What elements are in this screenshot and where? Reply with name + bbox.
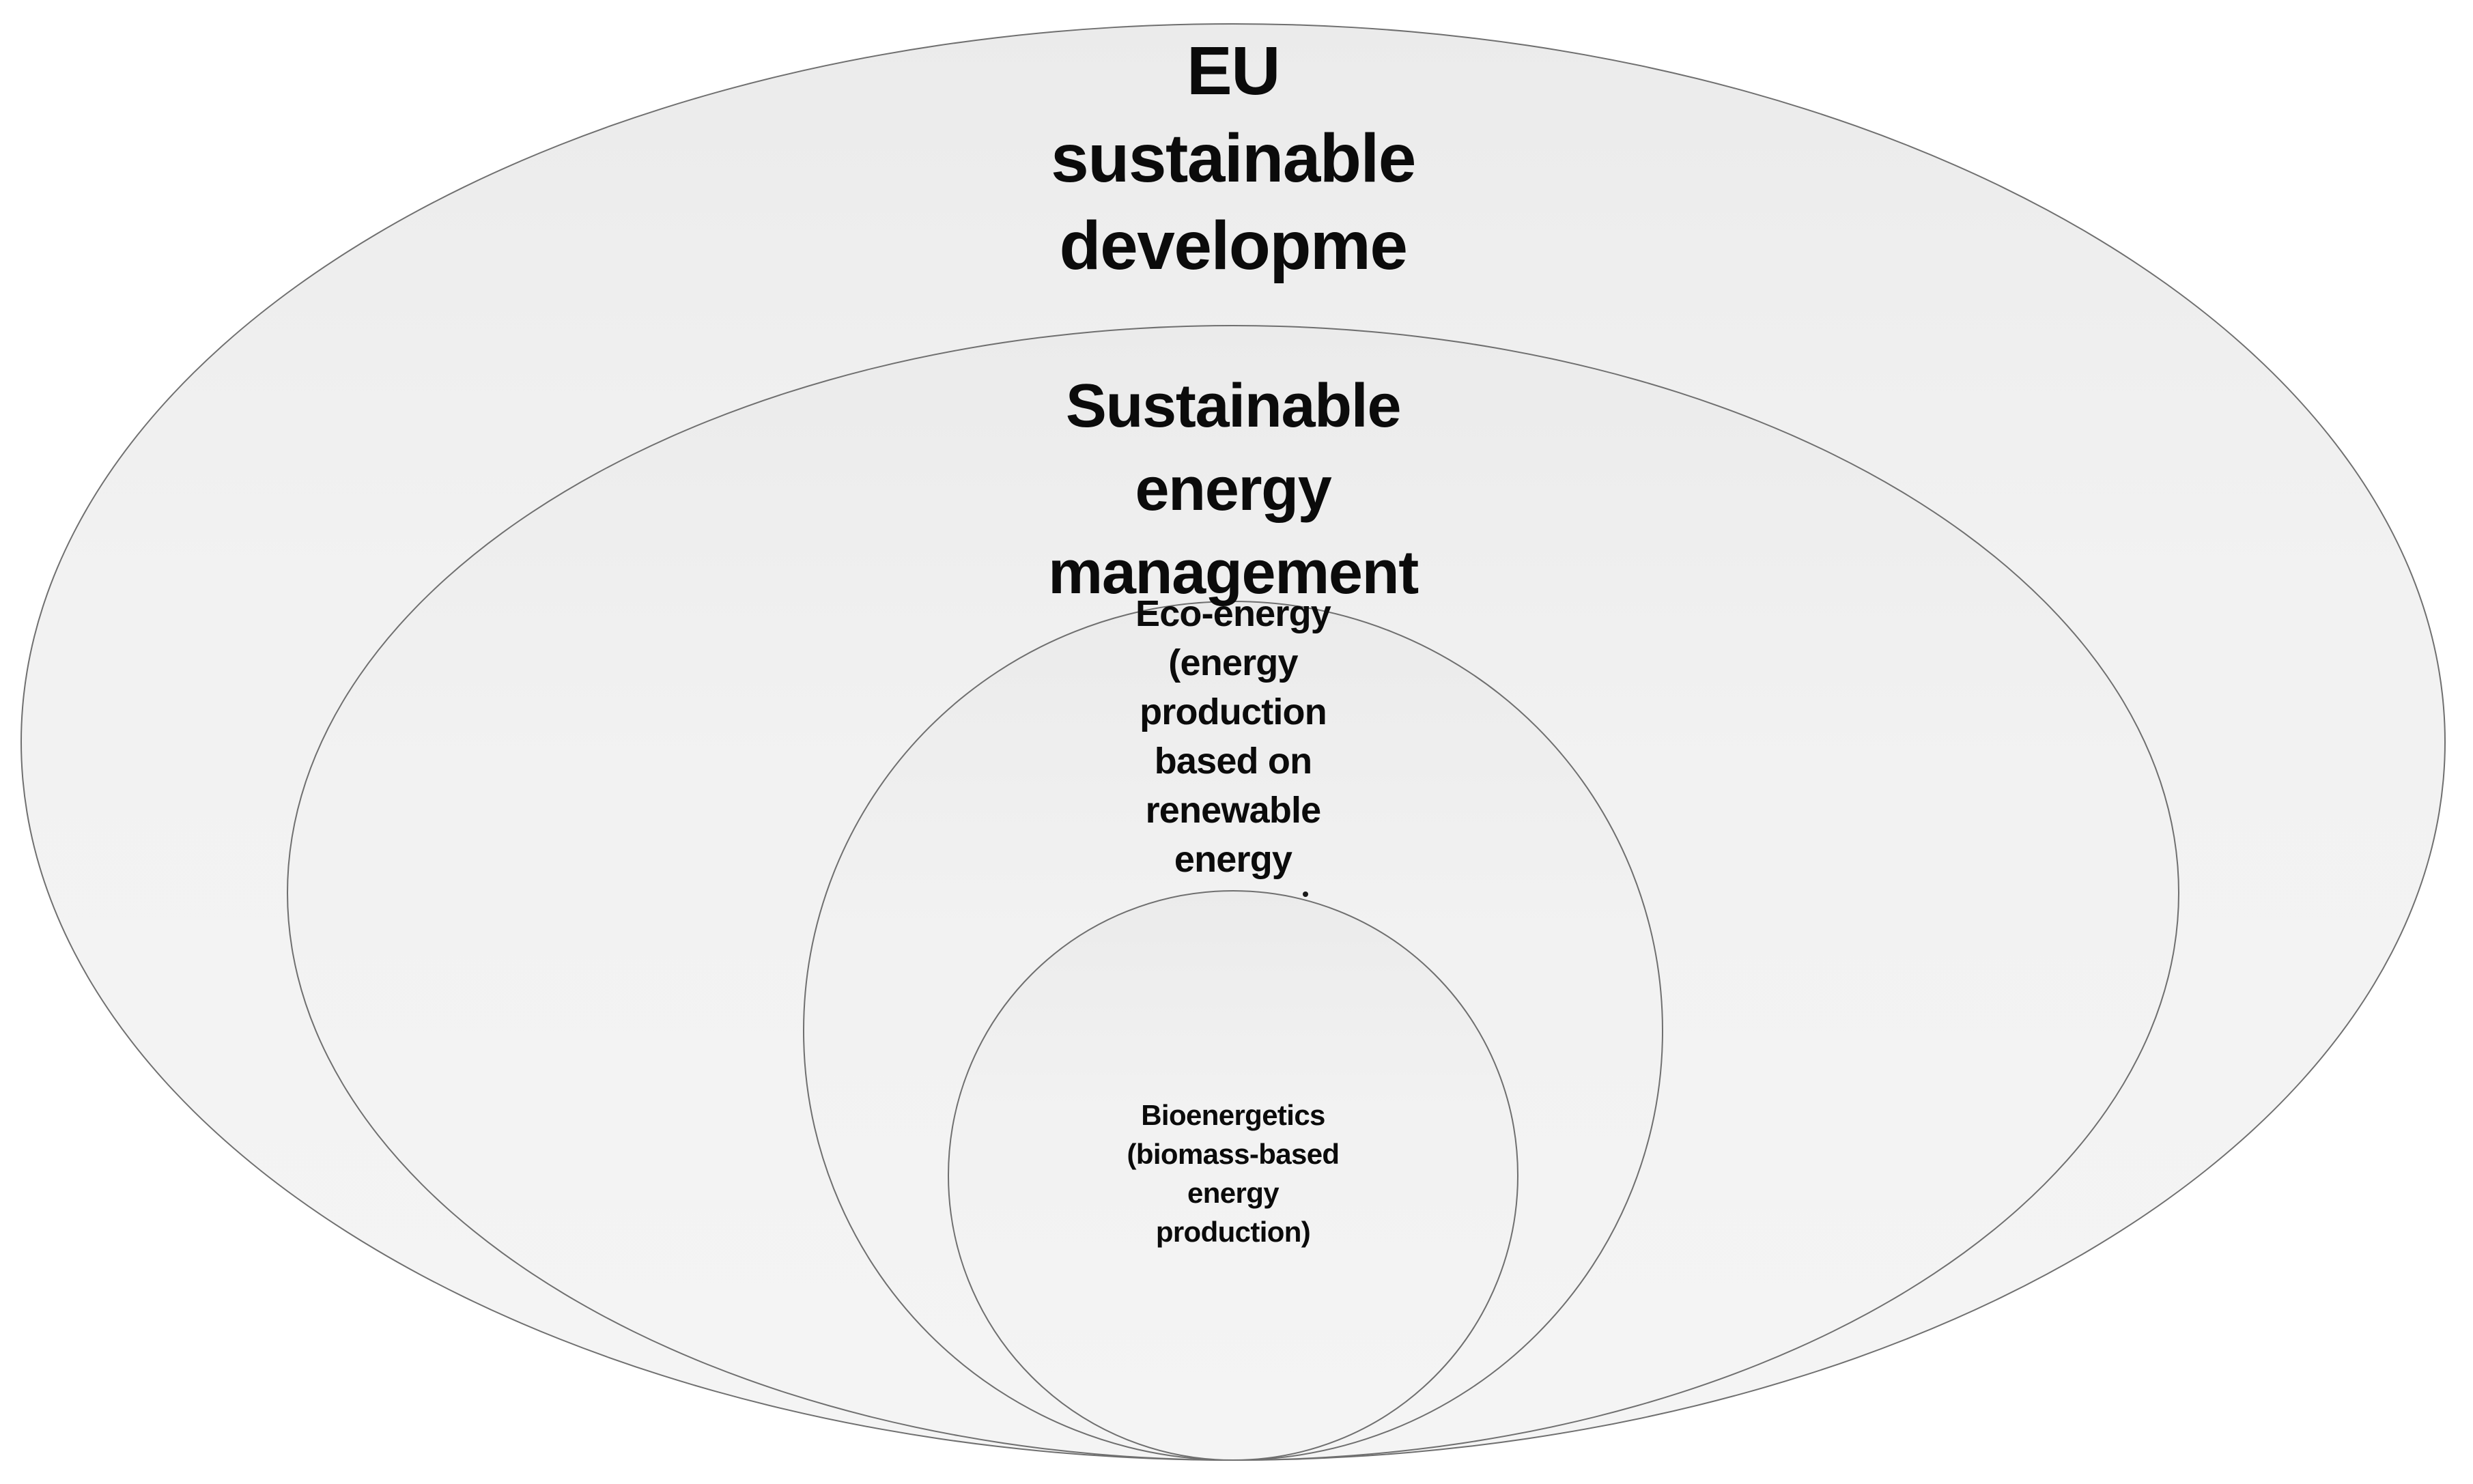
label-bioenergetics: Bioenergetics (biomass-based energy prod…: [1127, 1099, 1340, 1248]
stray-ink-dot: [1303, 891, 1308, 897]
label-eco-energy: Eco-energy (energy production based on r…: [1135, 593, 1331, 880]
label-eu-sustainable-development: EU sustainable developme: [1051, 33, 1416, 284]
ellipse-bioenergetics: [948, 890, 1518, 1461]
label-sustainable-energy-management: Sustainable energy management: [1048, 372, 1419, 607]
